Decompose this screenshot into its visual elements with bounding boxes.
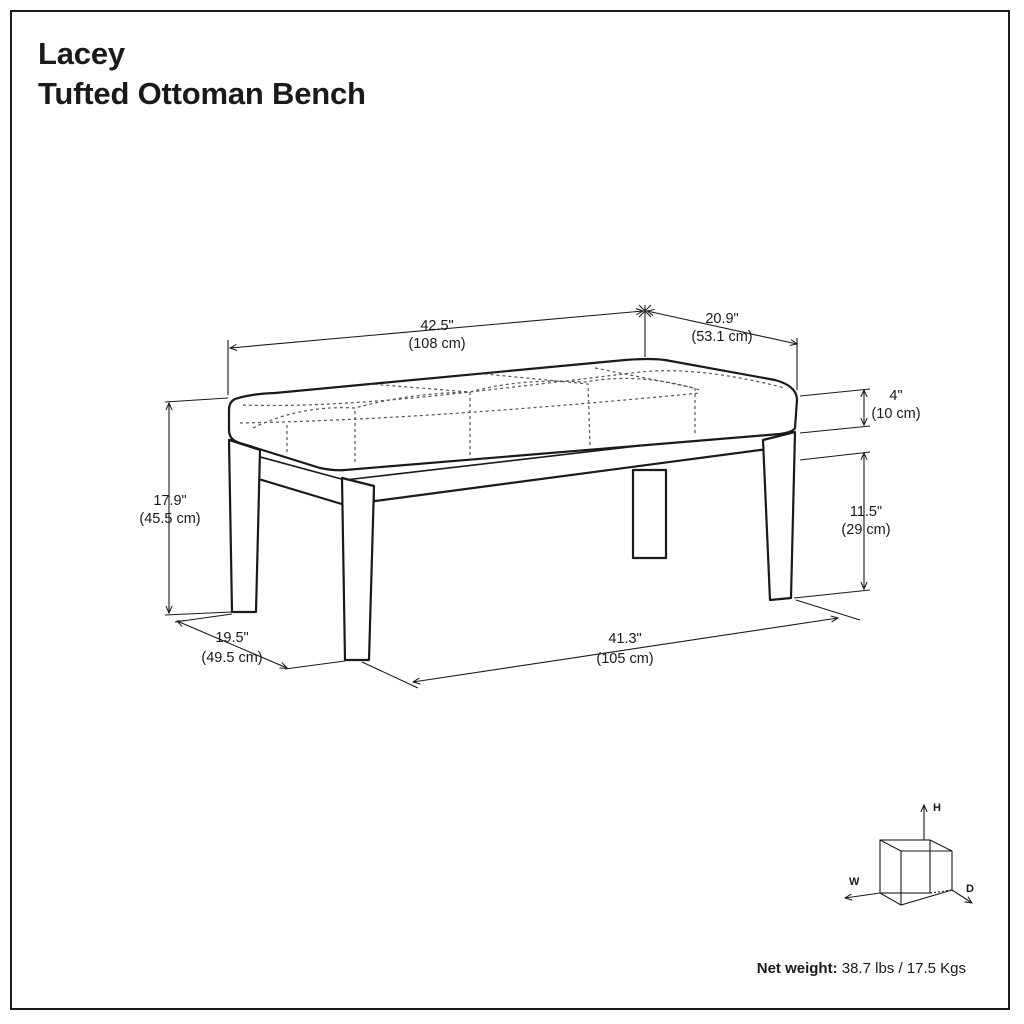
net-weight-value: 38.7 lbs / 17.5 Kgs <box>841 960 966 977</box>
label-base-depth-cm: (49.5 cm) <box>201 650 262 666</box>
product-title: Lacey Tufted Ottoman Bench <box>38 34 366 114</box>
net-weight-label: Net weight: <box>756 960 838 977</box>
tufted-cushion <box>227 357 799 472</box>
back-left-leg <box>631 468 668 560</box>
label-cushion-height-cm: (10 cm) <box>871 406 920 422</box>
diagram-frame <box>10 10 1010 1010</box>
bench-outline <box>227 357 799 662</box>
dim-line-overall-depth <box>647 311 797 344</box>
axis-w-label: W <box>849 876 860 888</box>
dim-line-overall-width <box>230 311 643 348</box>
label-overall-depth-in: 20.9" <box>705 311 738 327</box>
orientation-cube-icon <box>845 805 972 906</box>
net-weight: Net weight: 38.7 lbs / 17.5 Kgs <box>757 960 966 977</box>
dimension-labels: 42.5" (108 cm) 20.9" (53.1 cm) 4" (10 cm… <box>139 311 920 667</box>
label-leg-height-in: 11.5" <box>850 504 882 520</box>
front-left-leg <box>227 438 262 614</box>
front-center-leg <box>340 476 376 662</box>
dimension-lines <box>169 311 864 682</box>
axis-d-label: D <box>966 883 974 895</box>
tufting-stitches <box>239 367 786 462</box>
label-cushion-height-in: 4" <box>889 388 902 404</box>
label-base-width-cm: (105 cm) <box>596 651 653 667</box>
label-overall-height-cm: (45.5 cm) <box>139 511 200 527</box>
label-leg-height-cm: (29 cm) <box>841 522 890 538</box>
extension-lines <box>164 305 871 689</box>
label-overall-width-in: 42.5" <box>420 318 453 334</box>
label-overall-depth-cm: (53.1 cm) <box>691 329 752 345</box>
dim-line-base-depth <box>177 621 287 668</box>
label-base-width-in: 41.3" <box>608 631 641 647</box>
label-overall-height-in: 17.9" <box>153 493 186 509</box>
title-line-2: Tufted Ottoman Bench <box>38 76 366 111</box>
front-right-leg <box>761 430 797 602</box>
label-overall-width-cm: (108 cm) <box>408 336 465 352</box>
dim-line-base-width <box>413 618 838 682</box>
axis-h-label: H <box>933 802 941 814</box>
title-line-1: Lacey <box>38 36 125 71</box>
label-base-depth-in: 19.5" <box>215 630 248 646</box>
